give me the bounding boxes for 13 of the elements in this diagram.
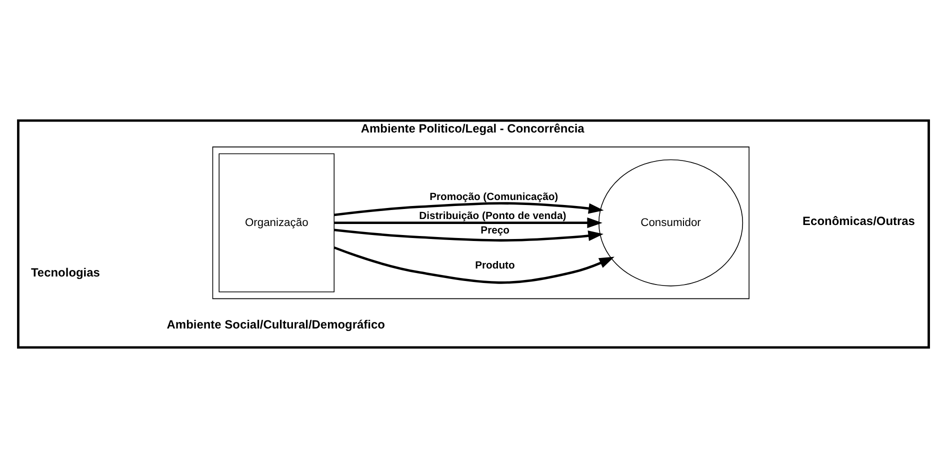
edge-label: Promoção (Comunicação) [430, 191, 558, 202]
edge-label: Produto [475, 260, 515, 272]
arrow [334, 246, 614, 284]
arrow [334, 228, 604, 242]
edge-label: Distribuição (Ponto de venda) [419, 210, 566, 222]
arrow [334, 217, 602, 228]
edge-label: Preço [480, 225, 510, 236]
label: Tecnologias [31, 265, 100, 280]
label: Econômicas/Outras [802, 213, 915, 228]
arrow [334, 202, 604, 216]
cluster [212, 146, 750, 299]
node-box: Organização [218, 152, 335, 292]
label: Ambiente Social/Cultural/Demográfico [166, 317, 385, 332]
